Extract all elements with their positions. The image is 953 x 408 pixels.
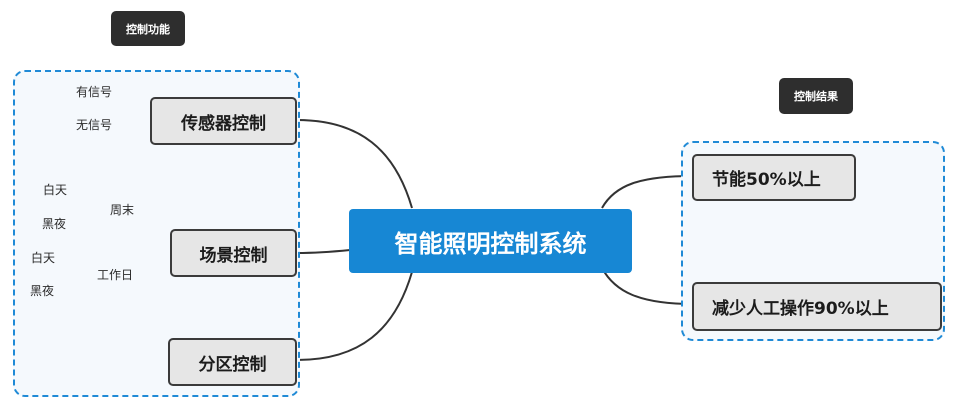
- connector-root-zone: [296, 271, 413, 361]
- topic-zone-control[interactable]: 分区控制: [168, 338, 297, 386]
- control-function-tag: 控制功能: [111, 11, 185, 46]
- connector-root-scene: [296, 249, 351, 254]
- leaf-signal-present[interactable]: 有信号: [76, 85, 113, 99]
- topic-zone-control-label: 分区控制: [198, 354, 267, 375]
- control-function-tag-label: 控制功能: [126, 22, 170, 36]
- topic-scene-control[interactable]: 场景控制: [170, 229, 297, 277]
- leaf-weekend-day[interactable]: 白天: [43, 183, 68, 197]
- topic-reduce-manual-label: 减少人工操作90%以上: [712, 299, 889, 319]
- leaf-workday-night[interactable]: 黑夜: [30, 284, 55, 298]
- topic-energy-saving-label: 节能50%以上: [712, 170, 821, 190]
- subtopic-weekend[interactable]: 周末: [110, 203, 135, 217]
- central-topic[interactable]: 智能照明控制系统: [349, 209, 632, 273]
- connector-root-manual: [601, 267, 694, 305]
- leaf-weekend-night[interactable]: 黑夜: [42, 217, 67, 231]
- topic-energy-saving[interactable]: 节能50%以上: [692, 154, 856, 201]
- leaf-signal-absent[interactable]: 无信号: [76, 118, 113, 132]
- subtopic-workday[interactable]: 工作日: [97, 268, 134, 282]
- connector-root-energy: [601, 175, 694, 209]
- control-result-tag-label: 控制结果: [794, 90, 838, 103]
- topic-sensor-control-label: 传感器控制: [181, 113, 266, 134]
- control-result-tag: 控制结果: [779, 78, 853, 114]
- connector-root-sensor: [296, 119, 413, 209]
- topic-scene-control-label: 场景控制: [199, 245, 268, 266]
- topic-reduce-manual[interactable]: 减少人工操作90%以上: [692, 282, 942, 331]
- leaf-workday-day[interactable]: 白天: [31, 251, 56, 265]
- central-topic-label: 智能照明控制系统: [394, 229, 587, 258]
- topic-sensor-control[interactable]: 传感器控制: [150, 97, 297, 145]
